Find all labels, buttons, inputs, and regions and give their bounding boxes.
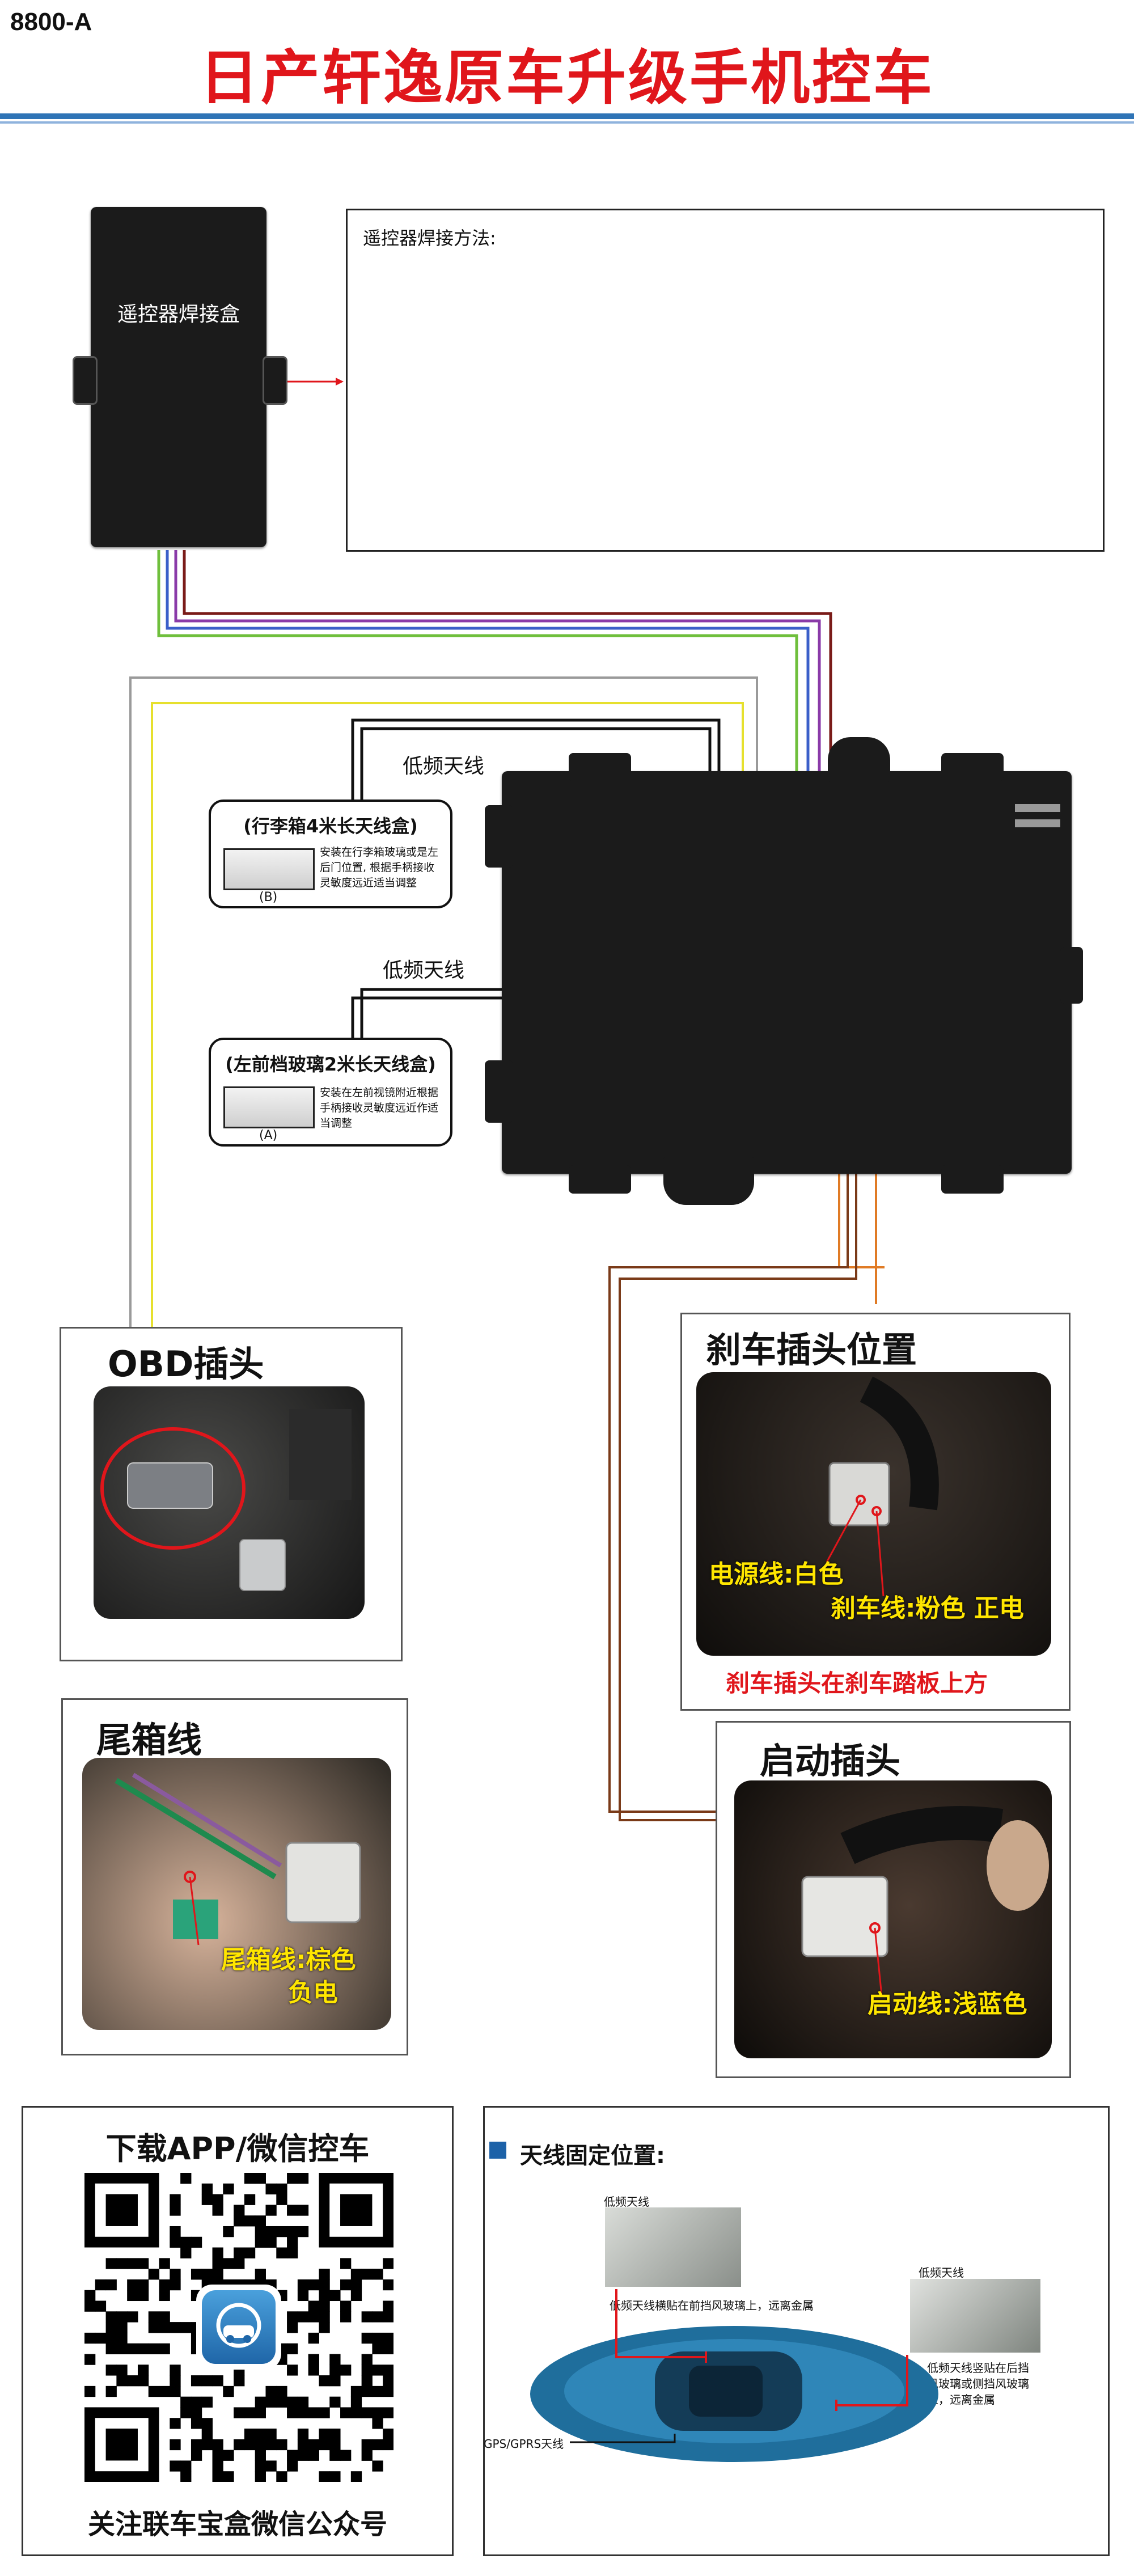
brake-connector-illustration bbox=[826, 1376, 939, 1597]
obd-connector-illustration bbox=[100, 1409, 352, 1591]
trunk-antenna-code: (B) bbox=[259, 890, 278, 904]
main-unit-vent bbox=[1015, 804, 1060, 812]
trunk-wire-label: 尾箱线:棕色 bbox=[221, 1945, 356, 1974]
qr-card: 下载APP/微信控车 关注联车宝盒微信公众号 bbox=[22, 2106, 454, 2556]
antenna-module-icon bbox=[223, 1086, 315, 1128]
qr-code-graphic bbox=[84, 2173, 394, 2482]
remote-solder-box bbox=[91, 207, 266, 547]
main-control-unit bbox=[502, 771, 1072, 1174]
main-unit-hook bbox=[828, 737, 890, 782]
front-windshield-photo bbox=[605, 2207, 741, 2287]
main-unit-tab bbox=[941, 1165, 1004, 1194]
main-unit-tab bbox=[941, 753, 1004, 781]
start-connector-illustration bbox=[801, 1806, 1049, 1996]
front-antenna-code: (A) bbox=[259, 1128, 278, 1143]
front-antenna-card: (左前档玻璃2米长天线盒) (A) 安装在左前视镜附近根据手柄接收灵敏度远近作适… bbox=[209, 1038, 452, 1147]
antenna-position-title: 天线固定位置: bbox=[520, 2143, 665, 2169]
trunk-antenna-card: (行李箱4米长天线盒) (B) 安装在行李箱玻璃或是左后门位置, 根据手柄接收灵… bbox=[209, 800, 452, 908]
main-unit-tab bbox=[485, 805, 513, 868]
start-photo bbox=[734, 1780, 1052, 2058]
wire-purple bbox=[174, 550, 821, 853]
app-logo-icon bbox=[202, 2290, 276, 2364]
gps-antenna-label: GPS/GPRS天线 bbox=[484, 2437, 564, 2451]
front-antenna-note: 安装在左前视镜附近根据手柄接收灵敏度远近作适当调整 bbox=[320, 1086, 439, 1130]
qr-title: 下载APP/微信控车 bbox=[105, 2131, 370, 2167]
rear-antenna-note-line: 风玻璃或侧挡风玻璃 bbox=[927, 2377, 1029, 2391]
obd-photo bbox=[94, 1386, 365, 1619]
trunk-wire-label-2: 负电 bbox=[288, 1978, 338, 2007]
rear-antenna-note: 低频天线竖贴在后挡 风玻璃或侧挡风玻璃 上，远离金属 bbox=[927, 2360, 1029, 2408]
brake-power-label: 电源线:白色 bbox=[709, 1560, 844, 1589]
main-unit-tab bbox=[1060, 947, 1083, 1004]
main-unit-tab bbox=[485, 1060, 513, 1123]
main-unit-vent bbox=[1015, 819, 1060, 827]
antenna-module-icon bbox=[223, 848, 315, 890]
header-rule bbox=[0, 113, 1134, 119]
brake-caption: 刹车插头在刹车踏板上方 bbox=[726, 1669, 988, 1697]
main-unit-hook bbox=[663, 1157, 754, 1205]
wire-green bbox=[157, 550, 798, 853]
lf-label-front: 低频天线 bbox=[604, 2195, 649, 2209]
lf-antenna-label-top: 低频天线 bbox=[403, 755, 485, 778]
remote-box-ear-right bbox=[263, 356, 287, 405]
trunk-connector-illustration bbox=[115, 1773, 361, 1945]
front-antenna-title: (左前档玻璃2米长天线盒) bbox=[225, 1054, 436, 1075]
solder-method-box bbox=[346, 209, 1105, 552]
wire-blue bbox=[166, 550, 810, 853]
lf-antenna-label-bottom: 低频天线 bbox=[383, 959, 465, 982]
car-illustration bbox=[530, 2289, 938, 2462]
rear-windshield-photo bbox=[910, 2279, 1040, 2353]
trunk-wire-photo bbox=[82, 1758, 391, 2030]
start-wire-label: 启动线:浅蓝色 bbox=[868, 1990, 1027, 2019]
main-unit-tab bbox=[569, 753, 631, 781]
title-bullet-icon bbox=[489, 2142, 506, 2159]
start-title: 启动插头 bbox=[760, 1740, 901, 1782]
page-title: 日产轩逸原车升级手机控车 bbox=[199, 43, 934, 112]
remote-box-ear-left bbox=[73, 356, 98, 405]
header-rule-thin bbox=[0, 121, 1134, 124]
wire-gray bbox=[129, 676, 758, 1327]
arrow-head bbox=[336, 378, 344, 386]
solder-method-label: 遥控器焊接方法: bbox=[363, 227, 496, 249]
rear-antenna-note-line: 上，远离金属 bbox=[927, 2393, 995, 2406]
main-unit-tab bbox=[569, 1165, 631, 1194]
obd-title: OBD插头 bbox=[108, 1343, 264, 1385]
trunk-wire-title: 尾箱线 bbox=[96, 1719, 202, 1761]
rear-antenna-note-line: 低频天线竖贴在后挡 bbox=[927, 2361, 1029, 2375]
brake-photo bbox=[696, 1372, 1051, 1656]
qr-footer: 关注联车宝盒微信公众号 bbox=[87, 2509, 387, 2540]
brake-title: 刹车插头位置 bbox=[706, 1329, 917, 1371]
qr-code[interactable] bbox=[84, 2173, 394, 2482]
model-code: 8800-A bbox=[10, 8, 92, 36]
lf-label-rear: 低频天线 bbox=[919, 2266, 964, 2279]
trunk-antenna-note: 安装在行李箱玻璃或是左后门位置, 根据手柄接收灵敏度远近适当调整 bbox=[320, 846, 439, 889]
wire-dark-red bbox=[183, 550, 832, 853]
trunk-antenna-title: (行李箱4米长天线盒) bbox=[243, 815, 418, 837]
brake-signal-label: 刹车线:粉色 正电 bbox=[831, 1594, 1024, 1623]
antenna-position-card: 天线固定位置: 低频天线 低频天线横贴在前挡风玻璃上，远离金属 低频天线 低频天… bbox=[483, 2106, 1110, 2556]
front-antenna-note-text: 低频天线横贴在前挡风玻璃上，远离金属 bbox=[610, 2299, 814, 2312]
remote-box-label: 遥控器焊接盒 bbox=[117, 303, 240, 326]
